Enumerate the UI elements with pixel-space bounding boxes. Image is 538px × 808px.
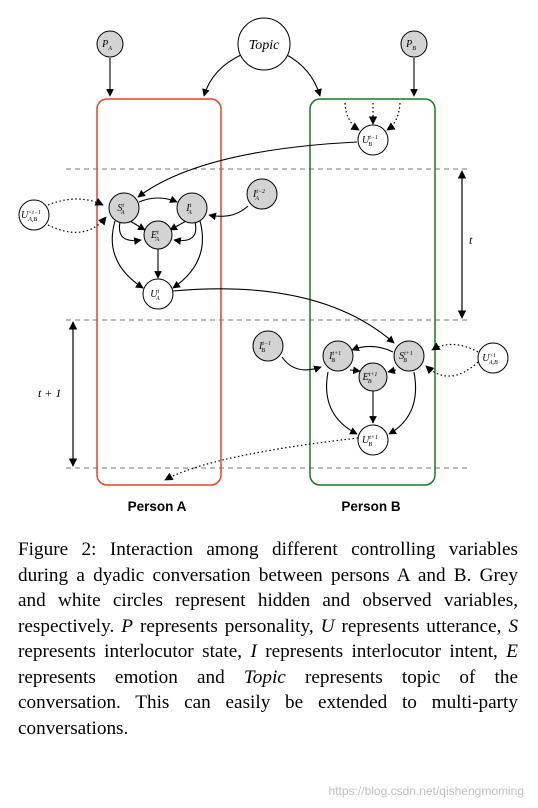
caption-part-2: represents personality, (140, 615, 314, 637)
caption-part-3: represents utterance, (341, 615, 502, 637)
caption-topic-word: Topic (243, 666, 286, 688)
caption-symbol-i: I (250, 641, 257, 662)
svg-text:U<tA,B: U<tA,B (482, 353, 498, 366)
svg-text:It+1B: It+1B (328, 351, 341, 364)
svg-text:PB: PB (405, 39, 416, 52)
node-pb: PB (400, 30, 428, 58)
svg-text:Topic: Topic (249, 38, 280, 53)
caption-part-4: represents interlocutor state, (18, 641, 243, 662)
edge-ia-ea-loop (173, 221, 197, 245)
caption-part-6: represents emotion and (18, 666, 225, 688)
edge-ib-ub (326, 371, 358, 435)
edge-sa-ua (111, 220, 144, 289)
dyadic-conversation-diagram: t t + 1 Person A Person B (18, 17, 509, 514)
svg-text:StA: StA (117, 203, 124, 216)
svg-text:U<t−1A,B: U<t−1A,B (21, 210, 41, 223)
svg-text:Et+1B: Et+1B (362, 372, 378, 385)
dotted-top-right (386, 102, 401, 131)
time-t-label: t (469, 233, 473, 247)
node-pa: PA (96, 30, 124, 58)
person-a-box (96, 98, 222, 486)
svg-text:It−2A: It−2A (252, 189, 265, 202)
edge-sb-ib (351, 343, 394, 353)
edge-iaprev-ia (208, 205, 249, 221)
caption-part-5: represents interlocutor intent, (265, 641, 498, 662)
caption-part-7: represents topic of the conversation. Th… (18, 666, 518, 739)
svg-text:Ut−1B: Ut−1B (362, 135, 378, 148)
edge-topic-boxb (284, 53, 322, 97)
edge-ibprev-ib (281, 356, 322, 373)
edge-sb-eb (387, 366, 397, 375)
caption-part-1: Figure 2: Interaction among different co… (18, 539, 518, 637)
svg-text:It−1B: It−1B (258, 341, 271, 354)
caption-symbol-u: U (320, 615, 335, 637)
edges (106, 53, 418, 435)
edge-topic-boxa (202, 53, 244, 97)
caption-symbol-p: P (121, 615, 133, 637)
person-b-label: Person B (341, 499, 401, 514)
svg-text:St+1B: St+1B (399, 351, 413, 364)
caption-symbol-e: E (506, 641, 518, 662)
edge-ia-ea (169, 220, 187, 231)
svg-text:EtA: EtA (150, 230, 160, 243)
node-topic: Topic (237, 17, 291, 71)
edge-ia-ua (172, 220, 203, 289)
person-b-box (309, 98, 436, 486)
dotted-ub-next (164, 437, 359, 481)
dotted-edges (47, 102, 479, 481)
edge-sb-ub (388, 371, 417, 435)
time-t1-label: t + 1 (38, 386, 61, 400)
svg-text:PA: PA (101, 39, 112, 52)
edge-sa-ea (129, 220, 146, 231)
dotted-uabprev-sa-upper (47, 197, 104, 206)
svg-text:ItA: ItA (185, 203, 192, 216)
edge-ubprev-sa (137, 141, 358, 198)
dotted-top-left (344, 102, 360, 131)
watermark: https://blog.csdn.net/qishengmoming (328, 784, 524, 798)
edge-sa-ea-loop (118, 221, 142, 245)
person-a-label: Person A (128, 499, 187, 514)
svg-text:Ut+1B: Ut+1B (362, 435, 378, 448)
svg-text:UtA: UtA (150, 289, 160, 302)
dotted-uab-sb-upper (431, 342, 479, 353)
caption-symbol-s: S (508, 615, 519, 637)
edge-ib-eb (349, 366, 361, 375)
figure-caption: Figure 2: Interaction among different co… (18, 537, 518, 741)
dotted-uab-sb-lower (425, 361, 479, 377)
edge-ua-sb (172, 288, 395, 344)
edge-sa-ia (138, 195, 178, 203)
